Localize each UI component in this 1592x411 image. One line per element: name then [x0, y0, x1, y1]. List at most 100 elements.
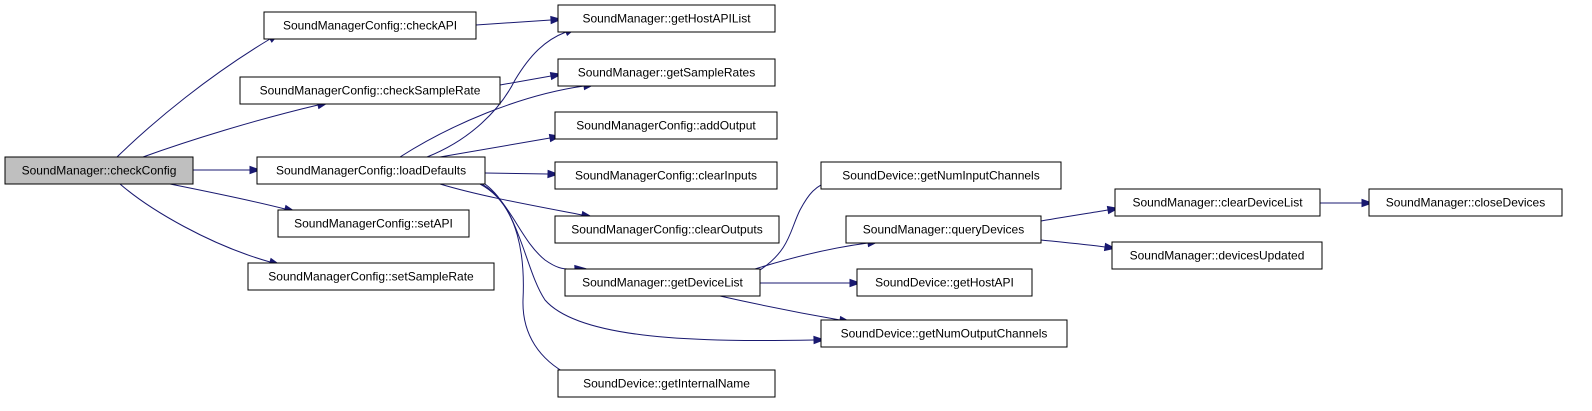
graph-node-n7[interactable]: SoundManagerConfig::clearInputs	[554, 161, 778, 190]
graph-node-n18[interactable]: SoundManager::devicesUpdated	[1111, 241, 1323, 270]
edge-line	[719, 295, 841, 321]
arrow-head-icon	[249, 165, 262, 175]
arrow-head-icon	[550, 15, 563, 25]
edge-line	[1040, 209, 1109, 222]
edge-line	[169, 183, 286, 210]
edge-line	[426, 31, 567, 158]
node-box	[239, 76, 501, 105]
node-box	[1368, 188, 1563, 217]
node-box	[256, 156, 486, 185]
graph-node-n3[interactable]: SoundManagerConfig::checkSampleRate	[239, 76, 501, 105]
graph-node-n4[interactable]: SoundManager::getSampleRates	[557, 58, 776, 87]
edge-line	[399, 85, 585, 158]
node-label: SoundManager::devicesUpdated	[1130, 249, 1305, 263]
node-label: SoundManagerConfig::setAPI	[294, 217, 453, 231]
edge-line	[142, 104, 319, 158]
edge-line	[484, 183, 815, 341]
edge-line	[484, 172, 549, 175]
edge-n9-n10	[719, 295, 852, 325]
graph-node-n9[interactable]: SoundManager::getDeviceList	[564, 268, 761, 297]
node-box	[557, 4, 776, 33]
nodes-layer: SoundManager::checkConfigSoundManagerCon…	[4, 4, 1563, 398]
arrow-head-icon	[813, 335, 826, 345]
node-box	[564, 268, 761, 297]
arrow-head-icon	[849, 278, 862, 288]
node-label: SoundManagerConfig::clearInputs	[575, 169, 757, 183]
edge-n5-n7	[484, 169, 560, 179]
node-box	[845, 215, 1042, 244]
graph-node-n6[interactable]: SoundManagerConfig::addOutput	[554, 111, 778, 140]
edge-n1-n2	[475, 15, 563, 26]
edge-line	[479, 183, 570, 376]
node-box	[1111, 241, 1323, 270]
graph-node-n2[interactable]: SoundManager::getHostAPIList	[557, 4, 776, 33]
edge-line	[754, 242, 869, 270]
edge-line	[499, 75, 552, 86]
node-box	[263, 11, 477, 40]
node-box	[557, 58, 776, 87]
node-label: SoundManagerConfig::loadDefaults	[276, 164, 466, 178]
graph-node-n0[interactable]: SoundManager::checkConfig	[4, 156, 194, 185]
node-label: SoundManager::closeDevices	[1386, 196, 1545, 210]
node-box	[554, 161, 778, 190]
node-label: SoundManager::getDeviceList	[582, 276, 743, 290]
node-label: SoundDevice::getHostAPI	[875, 276, 1014, 290]
edge-line	[439, 183, 583, 216]
node-label: SoundManager::checkConfig	[22, 164, 177, 178]
node-box	[820, 161, 1062, 190]
edge-line	[116, 38, 271, 158]
graph-node-n10[interactable]: SoundDevice::getNumOutputChannels	[820, 319, 1068, 348]
graph-node-n16[interactable]: SoundDevice::getHostAPI	[856, 268, 1033, 297]
edge-line	[759, 179, 834, 271]
graph-node-n17[interactable]: SoundManager::clearDeviceList	[1114, 188, 1321, 217]
edge-n3-n4	[499, 71, 563, 86]
node-box	[856, 268, 1033, 297]
graph-node-n5[interactable]: SoundManagerConfig::loadDefaults	[256, 156, 486, 185]
edge-n5-n11	[479, 183, 580, 381]
node-label: SoundManagerConfig::checkAPI	[283, 19, 457, 33]
node-box	[820, 319, 1068, 348]
node-label: SoundManager::getSampleRates	[578, 66, 755, 80]
arrow-head-icon	[547, 169, 560, 179]
edge-n5-n6	[439, 133, 562, 158]
node-box	[554, 215, 780, 244]
node-label: SoundDevice::getNumOutputChannels	[841, 327, 1048, 341]
edge-line	[119, 183, 271, 263]
edge-n15-n17	[1040, 205, 1120, 222]
edge-n0-n5	[193, 165, 262, 175]
graph-node-n19[interactable]: SoundManager::closeDevices	[1368, 188, 1563, 217]
edge-n0-n3	[142, 101, 330, 158]
node-label: SoundManagerConfig::addOutput	[576, 119, 756, 133]
edge-n0-n12	[169, 183, 297, 213]
edge-line	[1040, 239, 1106, 248]
graph-node-n11[interactable]: SoundDevice::getInternalName	[557, 369, 776, 398]
edge-n17-n19	[1320, 198, 1374, 208]
node-label: SoundManagerConfig::setSampleRate	[268, 270, 474, 284]
node-box	[277, 209, 470, 238]
node-label: SoundManagerConfig::checkSampleRate	[260, 84, 481, 98]
edge-n15-n18	[1040, 239, 1117, 252]
node-label: SoundDevice::getInternalName	[583, 377, 750, 391]
node-label: SoundManager::getHostAPIList	[582, 12, 751, 26]
graph-node-n1[interactable]: SoundManagerConfig::checkAPI	[263, 11, 477, 40]
graph-node-n15[interactable]: SoundManager::queryDevices	[845, 215, 1042, 244]
graph-node-n13[interactable]: SoundManagerConfig::setSampleRate	[247, 262, 495, 291]
node-label: SoundManagerConfig::clearOutputs	[571, 223, 762, 237]
node-box	[247, 262, 495, 291]
edge-n9-n16	[760, 278, 862, 288]
node-box	[554, 111, 778, 140]
edge-line	[439, 137, 551, 158]
graph-node-n14[interactable]: SoundDevice::getNumInputChannels	[820, 161, 1062, 190]
edge-n0-n13	[119, 183, 282, 266]
node-label: SoundManager::queryDevices	[863, 223, 1024, 237]
graph-node-n8[interactable]: SoundManagerConfig::clearOutputs	[554, 215, 780, 244]
graph-node-n12[interactable]: SoundManagerConfig::setAPI	[277, 209, 470, 238]
edge-line	[475, 19, 552, 26]
node-label: SoundDevice::getNumInputChannels	[842, 169, 1039, 183]
node-label: SoundManager::clearDeviceList	[1132, 196, 1303, 210]
node-box	[4, 156, 194, 185]
node-box	[557, 369, 776, 398]
arrow-head-icon	[1361, 198, 1374, 208]
node-box	[1114, 188, 1321, 217]
